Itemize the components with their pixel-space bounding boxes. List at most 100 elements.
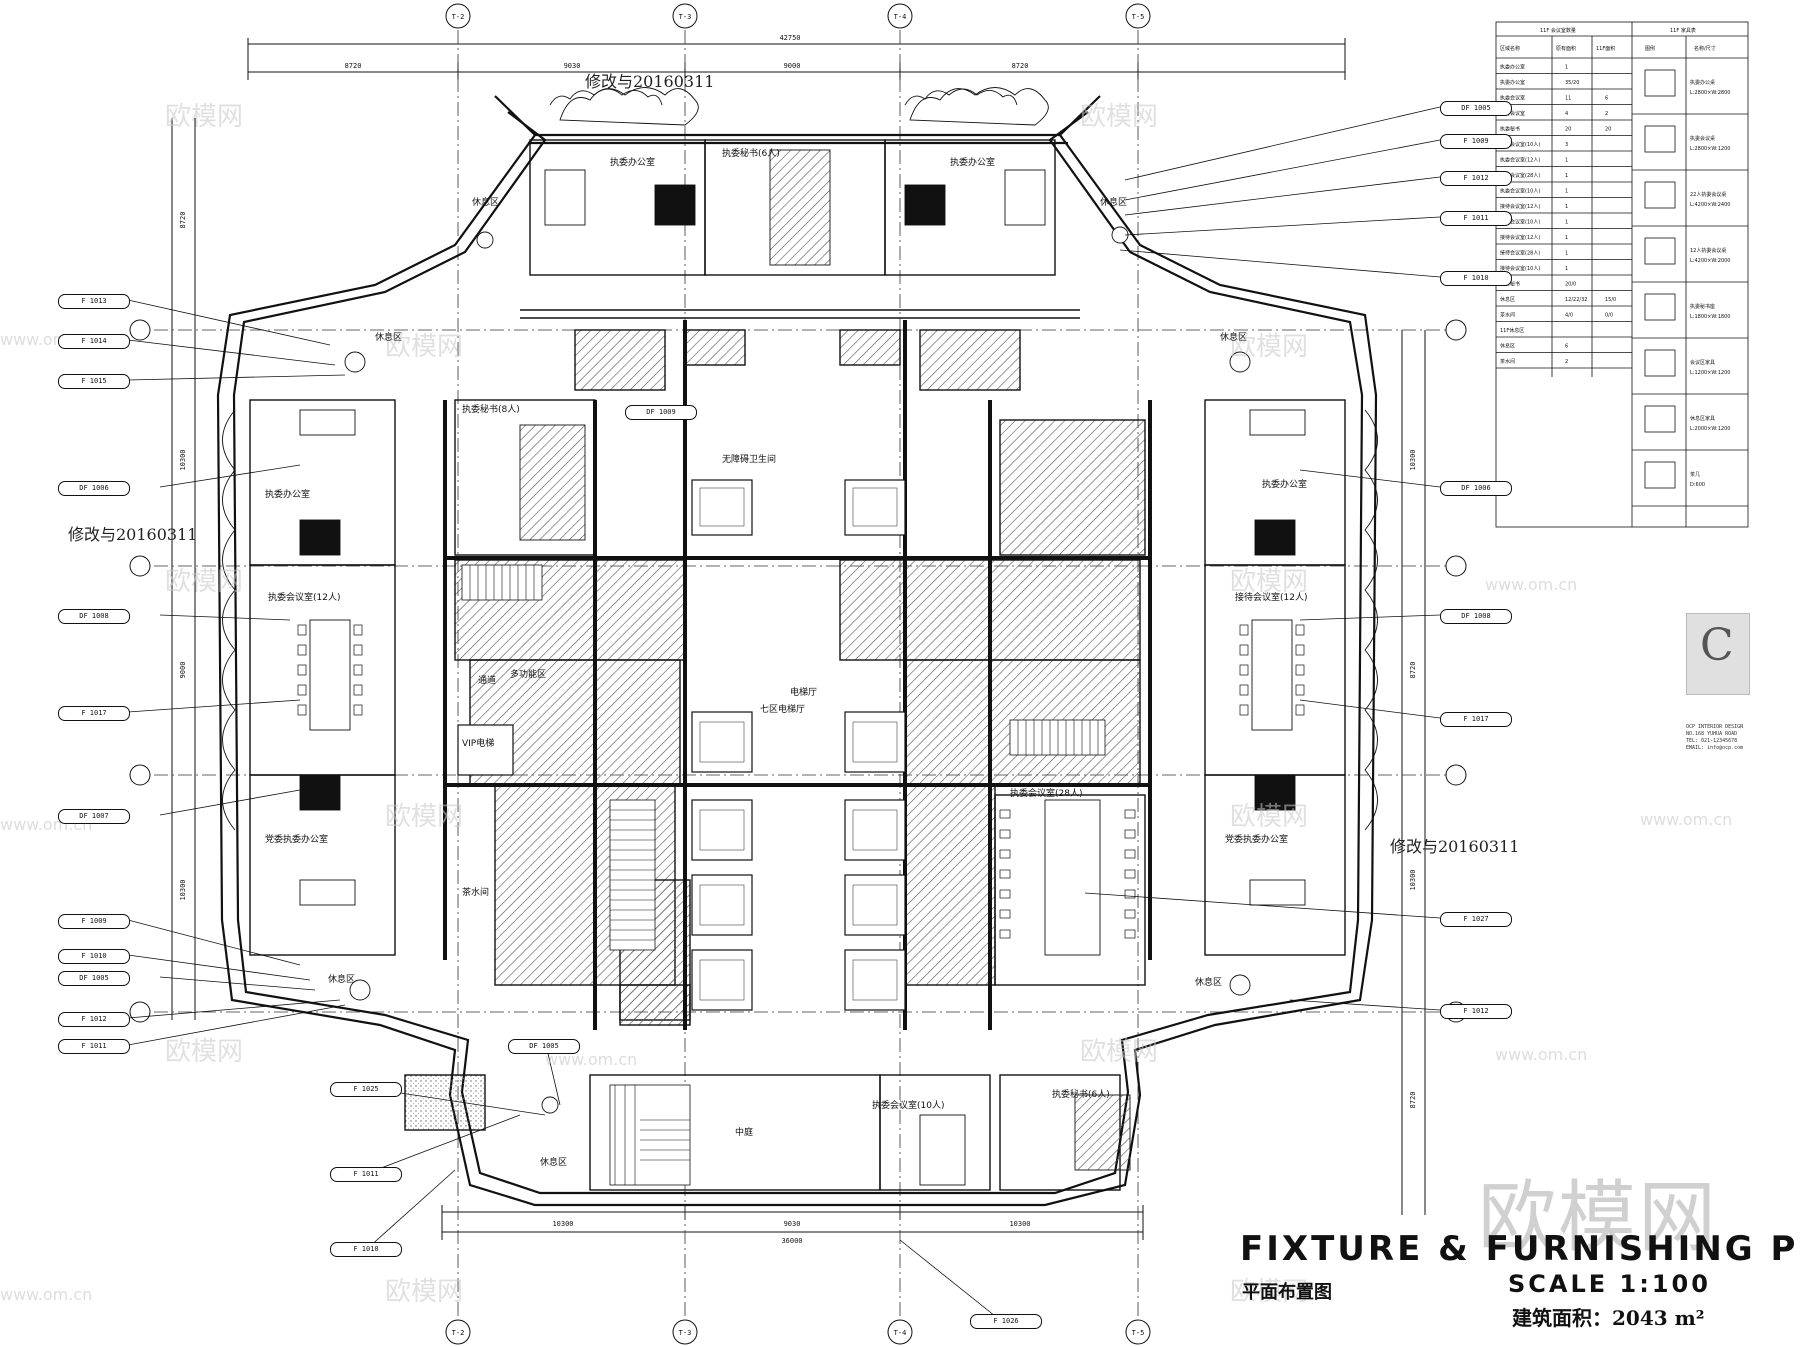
room-label-office-w2: 党委执委办公室 (265, 833, 328, 845)
room-label-toilet-acc: 无障碍卫生间 (722, 453, 776, 465)
schedule-row-val2: 15/0 (1605, 297, 1616, 303)
schedule-row-val2: 6 (1605, 96, 1608, 102)
schedule-header-right: 11F 家具表 (1670, 27, 1696, 34)
callout-tag: F 1025 (330, 1082, 402, 1097)
watermark-tile: 欧模网 (385, 1277, 463, 1307)
callout-tag: F 1013 (58, 294, 130, 309)
axis-label-bottom-2: T-3 (679, 1329, 692, 1337)
revision-note: 修改与20160311 (1390, 837, 1519, 856)
callout-tag: F 1014 (58, 334, 130, 349)
callout-tag: DF 1005 (508, 1039, 580, 1054)
watermark-url: www.om.cn (1495, 1045, 1587, 1064)
schedule-row-val: 1 (1565, 173, 1568, 179)
axis-bubble-top-1 (445, 3, 471, 29)
brand-mark: C (1700, 620, 1734, 671)
dim-top-seg-3: 9000 (784, 62, 801, 70)
legend-name: 12人执委会议桌 (1690, 247, 1726, 254)
room-label-secretary-top: 执委秘书(6人) (722, 147, 780, 159)
schedule-row-name: 执委会议室(12人) (1500, 157, 1540, 164)
schedule-row-val: 35/20 (1565, 80, 1579, 86)
room-label-office-e1: 执委办公室 (1262, 478, 1307, 490)
partition-walls (249, 139, 1346, 1191)
side-note-line: EMAIL: info@ocp.com (1686, 745, 1744, 751)
callout-tag: DF 1005 (58, 971, 130, 986)
tag-leaders-left (127, 299, 346, 1046)
callout-tag: F 1009 (1440, 134, 1512, 149)
callout-tag: F 1010 (1440, 271, 1512, 286)
axis-label-top-2: T-3 (679, 13, 692, 21)
schedule-row-val: 1 (1565, 65, 1568, 71)
watermark-tile: 欧模网 (165, 1037, 243, 1067)
legend-name: 会议区家具 (1690, 359, 1715, 366)
schedule-row-name: 接待会议室(10人) (1500, 219, 1540, 226)
room-label-rest-nw: 休息区 (472, 196, 499, 208)
schedule-row-name: 执委秘书 (1500, 126, 1520, 133)
schedule-row-val2: 2 (1605, 111, 1608, 117)
room-label-exec-meeting: 执委会议室(28人) (1010, 787, 1082, 799)
room-label-atrium: 中庭 (735, 1126, 753, 1138)
legend-size: L:2800×W:1200 (1690, 146, 1730, 152)
room-label-office-ne: 执委办公室 (950, 156, 995, 168)
dim-bottom-seg-2: 9030 (784, 1220, 801, 1228)
legend-size: L:4200×W:2000 (1690, 258, 1730, 264)
schedule-row-val: 1 (1565, 204, 1568, 210)
watermark-tile: 欧模网 (385, 332, 463, 362)
legend-size: L:1800×W:1800 (1690, 314, 1730, 320)
callout-tag: F 1017 (58, 706, 130, 721)
legend-furniture-icon (1644, 461, 1676, 489)
schedule-header-left: 11F 会议室数量 (1540, 27, 1576, 34)
side-note-line: TEL: 021-12345678 (1686, 738, 1738, 744)
drawing-title: FIXTURE & FURNISHING PLAN (1240, 1229, 1800, 1269)
schedule-col-head: 区域名称 (1500, 45, 1520, 52)
building-area: 建筑面积：2043 m² (1512, 1306, 1705, 1330)
axis-label-top-1: T-2 (452, 13, 465, 21)
legend-furniture-icon (1644, 237, 1676, 265)
dim-top-total: 42750 (779, 34, 800, 42)
watermark-tile: 欧模网 (1230, 1277, 1308, 1307)
room-label-meeting-e: 接待会议室(12人) (1235, 591, 1307, 603)
side-note-line: NO.168 YUHUA ROAD (1686, 731, 1738, 737)
callout-tag: F 1010 (58, 949, 130, 964)
dim-right-seg: 8720 (1409, 1092, 1417, 1109)
watermark-tile: 欧模网 (1080, 1037, 1158, 1067)
legend-name: 执委办公桌 (1690, 79, 1715, 86)
schedule-row-val: 3 (1565, 142, 1568, 148)
callout-tag: DF 1009 (625, 405, 697, 420)
room-label-meeting-w: 执委会议室(12人) (268, 591, 340, 603)
schedule-row-name: 执委办公室 (1500, 64, 1525, 71)
schedule-row-val: 20 (1565, 127, 1571, 133)
legend-name: 执委会议桌 (1690, 135, 1715, 142)
schedule-row-name: 执委会议室(10人) (1500, 141, 1540, 148)
schedule-row-name: 11F休息区 (1500, 327, 1524, 334)
legend-size: L:4200×W:2400 (1690, 202, 1730, 208)
watermark-url: www.om.cn (1485, 575, 1577, 594)
room-label-lift-lobby: 七区电梯厅 (760, 703, 805, 715)
callout-tag: DF 1007 (58, 809, 130, 824)
watermark-tile: 欧模网 (165, 102, 243, 132)
callout-tag: F 1015 (58, 374, 130, 389)
schedule-row-val: 20/0 (1565, 282, 1576, 288)
dim-left-seg: 9000 (179, 662, 187, 679)
watermark-url: www.om.cn (0, 1285, 92, 1304)
axis-label-bottom-4: T-5 (1132, 1329, 1145, 1337)
axis-bubble-top-2 (672, 3, 698, 29)
callout-tag: F 1011 (330, 1167, 402, 1182)
schedule-table (1495, 21, 1749, 528)
callout-tag: F 1009 (58, 914, 130, 929)
axis-bubble-top-3 (887, 3, 913, 29)
watermark-tile: 欧模网 (1230, 567, 1308, 597)
room-label-lift-lobby2: 电梯厅 (790, 686, 817, 698)
room-label-vip-lift: VIP电梯 (462, 737, 494, 749)
dim-bottom-seg-1: 10300 (552, 1220, 573, 1228)
schedule-row-name: 接待会议室(10人) (1500, 265, 1540, 272)
watermark-tile: 欧模网 (1080, 102, 1158, 132)
schedule-row-name: 接待会议室(12人) (1500, 234, 1540, 241)
schedule-row-val: 4 (1565, 111, 1568, 117)
schedule-row-val2: 20 (1605, 127, 1611, 133)
legend-furniture-icon (1644, 125, 1676, 153)
dim-left-seg: 10300 (179, 449, 187, 470)
legend-name: 22人执委会议桌 (1690, 191, 1726, 198)
schedule-col-head: 图例 (1645, 45, 1655, 52)
schedule-row-name: 接待会议室(12人) (1500, 203, 1540, 210)
schedule-row-name: 休息区 (1500, 296, 1515, 303)
